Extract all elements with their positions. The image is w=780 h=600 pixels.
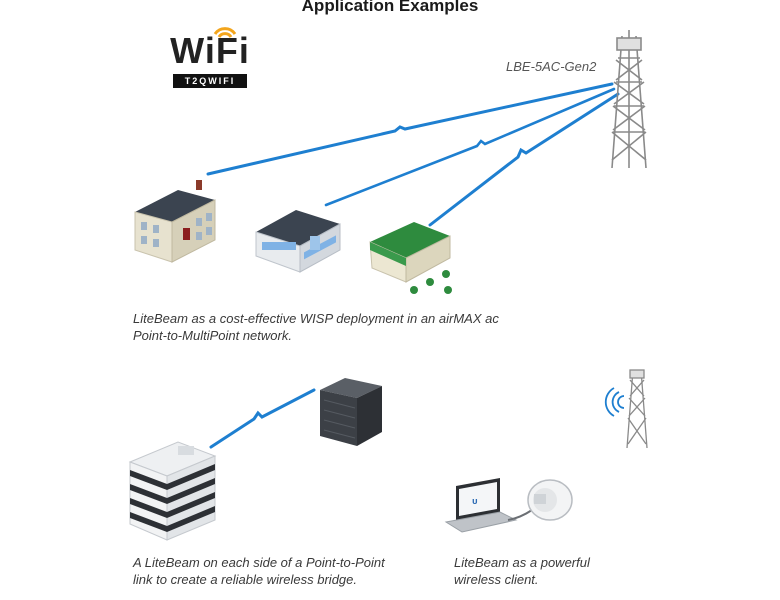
chimney: [196, 180, 202, 190]
caption-ptp-line1: A LiteBeam on each side of a Point-to-Po…: [133, 555, 385, 570]
svg-text:U: U: [472, 498, 478, 506]
caption-client-line2: wireless client.: [454, 572, 539, 587]
caption-ptp-line2: link to create a reliable wireless bridg…: [133, 572, 357, 587]
caption-ptmp-line2: Point-to-MultiPoint network.: [133, 328, 292, 343]
page-title: Application Examples: [301, 0, 479, 15]
laptop-icon: U: [444, 478, 518, 533]
ptp-link: [209, 388, 316, 449]
link-to-office: [324, 87, 616, 207]
logo-subtext: T2QWIFI: [173, 74, 247, 88]
small-tower: [626, 369, 648, 449]
house-building: [134, 180, 216, 263]
caption-ptmp: LiteBeam as a cost-effective WISP deploy…: [133, 310, 499, 344]
caption-ptp: A LiteBeam on each side of a Point-to-Po…: [133, 554, 385, 588]
caption-client-line1: LiteBeam as a powerful: [454, 555, 590, 570]
tower-label: LBE-5AC-Gen2: [506, 59, 597, 74]
wifi-signal-icon: [213, 27, 237, 42]
office-building: [255, 210, 341, 273]
main-tower: [611, 30, 647, 169]
signal-waves-icon: [604, 387, 625, 417]
striped-office-building: [128, 441, 217, 541]
caption-ptmp-line1: LiteBeam as a cost-effective WISP deploy…: [133, 311, 499, 326]
litebeam-dish-icon: [527, 479, 573, 521]
cafe-building: [369, 222, 452, 294]
house-door: [183, 228, 190, 240]
dark-office-tower: [320, 378, 382, 446]
link-to-house: [206, 82, 614, 176]
link-to-cafe: [428, 92, 620, 227]
logo-text: WiFi: [170, 30, 250, 71]
wireless-links-ptmp: [206, 82, 620, 227]
wifi-logo: WiFi T2QWIFI: [163, 24, 257, 90]
caption-client: LiteBeam as a powerful wireless client.: [454, 554, 590, 588]
